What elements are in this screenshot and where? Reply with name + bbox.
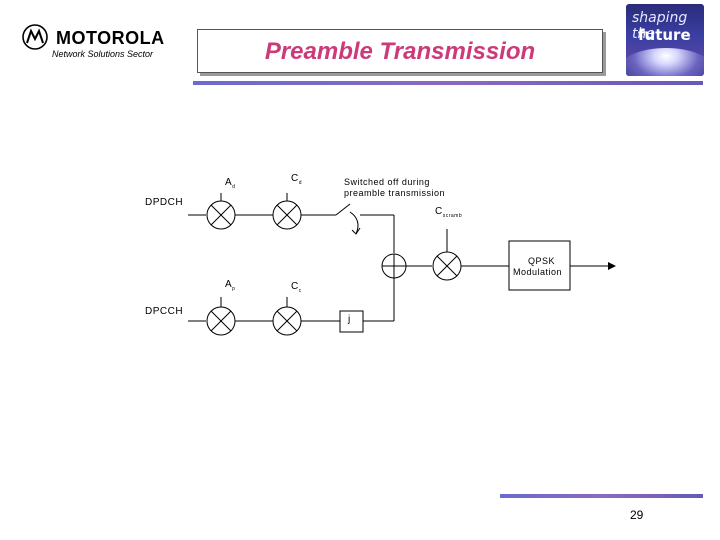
dpdch-label: DPDCH [145, 197, 184, 208]
motorola-brand: MOTOROLA Network Solutions Sector [22, 24, 182, 64]
multiplier-cc [272, 306, 302, 336]
code-cc-label: Cc [291, 281, 302, 294]
page-title: Preamble Transmission [264, 38, 536, 65]
multiplier-ad [206, 200, 236, 230]
dpcch-label: DPCCH [145, 306, 184, 317]
code-cd-label: Cd [291, 173, 303, 186]
switch-note-line2: preamble transmission [344, 188, 446, 198]
preamble-switch [335, 203, 361, 235]
multiplier-ap [206, 306, 236, 336]
brand-subtitle: Network Solutions Sector [52, 49, 154, 59]
scramble-code-label: Cscramb [435, 206, 463, 219]
qpsk-line1: QPSK [528, 256, 556, 266]
title-box: Preamble Transmission [197, 29, 603, 73]
j-label: j [348, 314, 351, 325]
multiplier-scramb [432, 251, 462, 281]
globe-graphic [626, 48, 704, 76]
gain-ad-label: Ad [225, 177, 236, 190]
j-box [339, 310, 364, 333]
multiplier-cd [272, 200, 302, 230]
qpsk-line2: Modulation [513, 267, 563, 277]
qpsk-box [508, 240, 571, 291]
motorola-logo-icon [22, 24, 48, 50]
logo-line2: future [638, 26, 691, 44]
switch-note-line1: Switched off during [344, 177, 430, 187]
page-number: 29 [630, 508, 644, 522]
brand-name: MOTOROLA [56, 28, 165, 48]
gain-ap-label: Ap [225, 279, 236, 292]
shaping-the-future-logo: shaping the future [626, 4, 704, 76]
summation-node [381, 253, 407, 279]
logo-line1: shaping the [632, 10, 688, 42]
footer-rule [500, 494, 703, 498]
header-rule [193, 81, 703, 85]
